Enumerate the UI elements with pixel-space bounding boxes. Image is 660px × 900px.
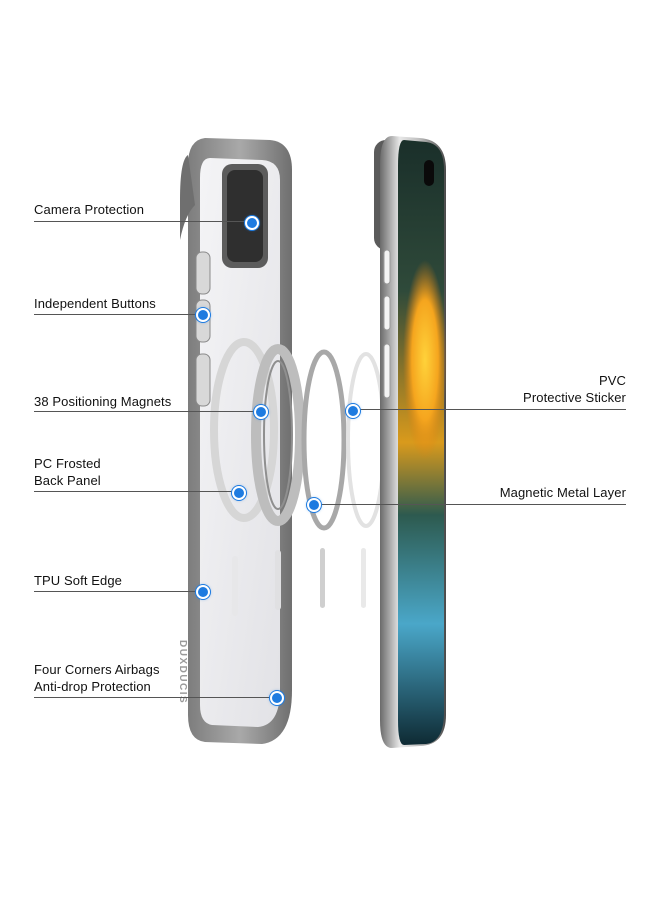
magnet-rings [210, 338, 386, 608]
leader-four-corners-airbags [34, 697, 276, 698]
leader-independent-buttons [34, 314, 202, 315]
callout-dot-magnetic-metal-layer [307, 498, 321, 512]
label-independent-buttons: Independent Buttons [34, 296, 156, 311]
callout-dot-four-corners-airbags [270, 691, 284, 705]
label-four-corners-airbags: Four Corners Airbags Anti-drop Protectio… [34, 662, 160, 694]
phone [374, 136, 447, 748]
label-pc-frosted-back-panel: PC Frosted Back Panel [34, 456, 101, 488]
leader-pc-frosted-back-panel [34, 491, 238, 492]
label-magnetic-metal-layer: Magnetic Metal Layer [499, 485, 626, 500]
callout-dot-tpu-soft-edge [196, 585, 210, 599]
leader-magnetic-metal-layer [314, 504, 626, 505]
leader-camera-protection [34, 221, 250, 222]
callout-dot-pc-frosted-back-panel [232, 486, 246, 500]
callout-dot-camera-protection [245, 216, 259, 230]
label-camera-protection: Camera Protection [34, 202, 145, 217]
leader-pvc-protective-sticker [352, 409, 626, 410]
leader-tpu-soft-edge [34, 591, 202, 592]
callout-dot-positioning-magnets [254, 405, 268, 419]
callout-dot-pvc-protective-sticker [346, 404, 360, 418]
leader-positioning-magnets [34, 411, 260, 412]
label-positioning-magnets: 38 Positioning Magnets [34, 394, 172, 409]
label-pvc-protective-sticker: PVC Protective Sticker [523, 373, 626, 405]
callout-dot-independent-buttons [196, 308, 210, 322]
label-tpu-soft-edge: TPU Soft Edge [34, 573, 123, 588]
brand-wordmark: DUXDUCIS [177, 640, 188, 705]
case-body [180, 138, 292, 744]
